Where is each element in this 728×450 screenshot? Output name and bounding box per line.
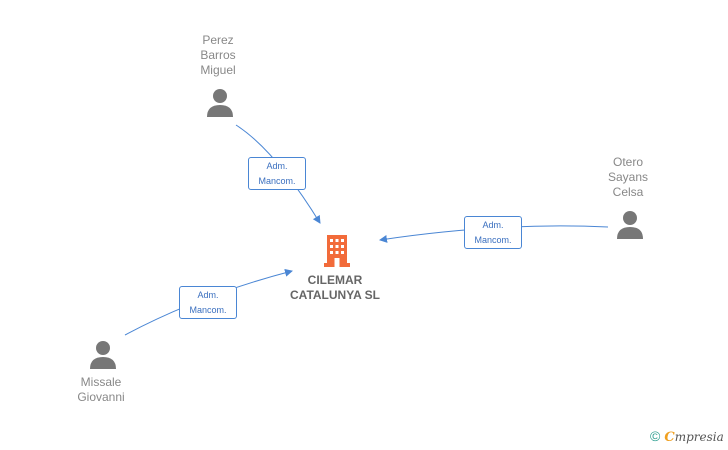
company-name[interactable]: CILEMAR CATALUNYA SL [290,273,380,302]
person-name-perez[interactable]: Perez Barros Miguel [200,33,236,77]
building-icon[interactable] [324,233,350,267]
brand-logo-initial: C [664,430,675,445]
person-icon[interactable] [616,210,644,240]
brand-logo-text: mpresia [674,430,724,444]
role-box-perez[interactable]: Adm. Mancom. [248,157,306,190]
copyright-symbol: © [650,428,661,444]
person-icon[interactable] [89,340,117,370]
footer-brand: ©Cmpresia [650,428,724,445]
person-name-missale[interactable]: Missale Giovanni [77,375,125,404]
role-box-otero[interactable]: Adm. Mancom. [464,216,522,249]
person-icon[interactable] [206,88,234,118]
role-box-missale[interactable]: Adm. Mancom. [179,286,237,319]
person-name-otero[interactable]: Otero Sayans Celsa [607,155,649,199]
